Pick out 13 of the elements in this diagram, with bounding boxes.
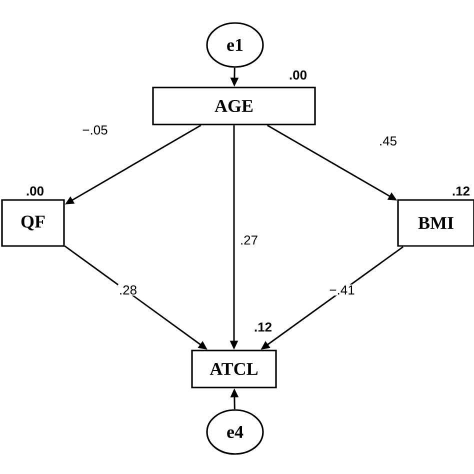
edge-label: −.05 xyxy=(81,124,109,136)
edge-label: .28 xyxy=(118,284,138,296)
variable-box: ATCL xyxy=(191,350,277,388)
r-squared-label: .12 xyxy=(452,186,470,196)
variable-box: BMI xyxy=(397,199,474,247)
variable-box: QF xyxy=(1,199,65,247)
variable-box: AGE xyxy=(152,86,316,126)
r-squared-label: .00 xyxy=(290,70,306,80)
r-squared-label: .00 xyxy=(26,186,44,196)
r-squared-label: .12 xyxy=(254,322,272,332)
edge-label: .45 xyxy=(378,135,398,147)
edge-label: −.41 xyxy=(328,284,356,296)
edge-label: .27 xyxy=(238,234,260,246)
